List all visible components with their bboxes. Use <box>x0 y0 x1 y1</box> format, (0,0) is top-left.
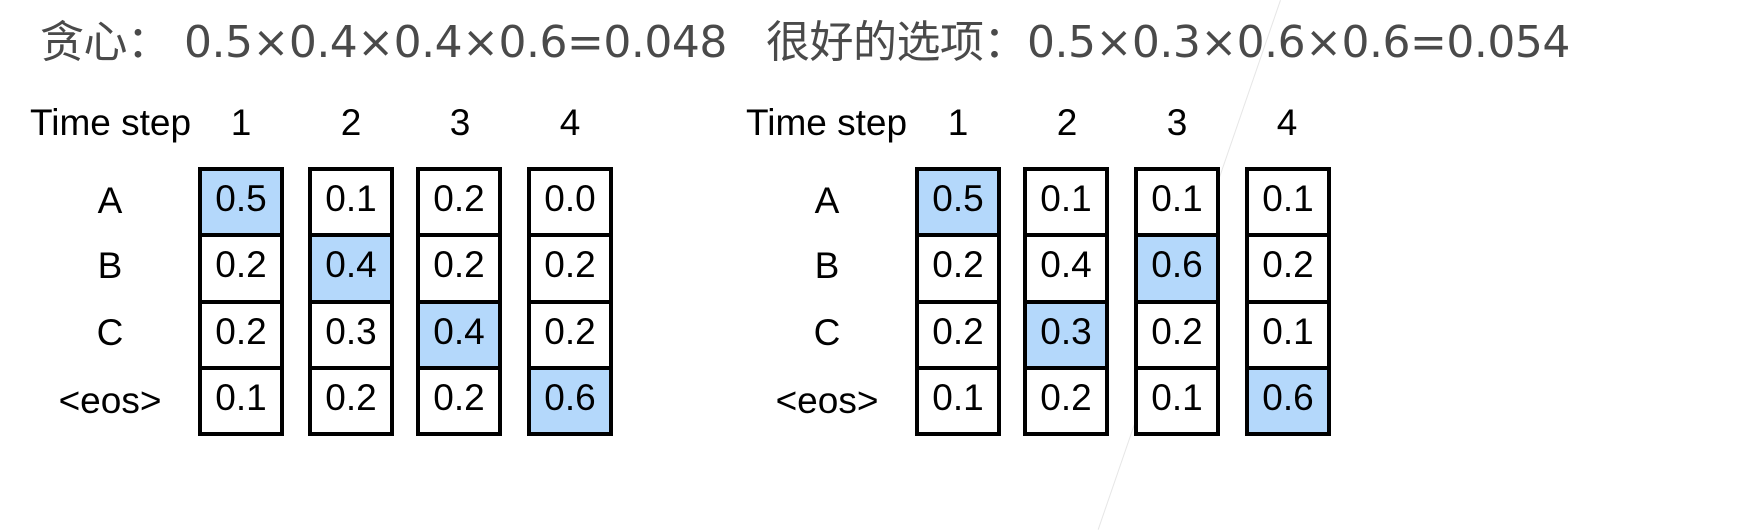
prob-cell: 0.2 <box>1027 365 1105 432</box>
prob-column-3: 0.1 0.6 0.2 0.1 <box>1134 167 1220 436</box>
prob-cell: 0.2 <box>919 233 997 299</box>
prob-cell: 0.2 <box>531 233 609 299</box>
row-label-a: A <box>814 180 840 221</box>
greedy-title: 贪心： 0.5×0.4×0.4×0.6=0.048 <box>40 17 727 68</box>
prob-cell: 0.1 <box>1262 178 1314 220</box>
prob-cell: 0.1 <box>325 178 377 220</box>
prob-cell: 0.1 <box>1040 178 1092 220</box>
prob-column-1: 0.5 0.2 0.2 0.1 <box>198 167 284 436</box>
time-step-1: 1 <box>947 102 969 143</box>
row-label-c: C <box>96 312 124 353</box>
prob-cell: 0.4 <box>312 233 390 300</box>
prob-cell: 0.3 <box>312 299 390 366</box>
time-step-label: Time step <box>30 102 192 143</box>
prob-cell: 0.4 <box>1027 233 1105 299</box>
prob-cell: 0.2 <box>312 365 390 432</box>
prob-cell: 0.5 <box>919 171 997 234</box>
prob-column-2: 0.1 0.4 0.3 0.2 <box>1023 167 1109 436</box>
row-label-b: B <box>814 245 840 286</box>
prob-cell: 0.5 <box>202 171 280 234</box>
prob-cell: 0.0 <box>544 178 596 220</box>
prob-cell: 0.4 <box>420 299 498 366</box>
row-label-b: B <box>97 245 123 286</box>
row-label-eos: <eos> <box>58 380 162 421</box>
prob-cell: 0.6 <box>531 365 609 432</box>
prob-cell: 0.2 <box>202 233 280 299</box>
prob-column-4: 0.0 0.2 0.2 0.6 <box>527 167 613 436</box>
prob-cell: 0.2 <box>202 299 280 366</box>
prob-cell: 0.2 <box>531 299 609 366</box>
better-option-title: 很好的选项：0.5×0.3×0.6×0.6=0.054 <box>766 17 1570 68</box>
time-step-2: 2 <box>340 102 362 143</box>
prob-cell: 0.2 <box>433 178 485 220</box>
time-step-2: 2 <box>1056 102 1078 143</box>
time-step-3: 3 <box>1166 102 1188 143</box>
prob-cell: 0.6 <box>1249 365 1327 432</box>
prob-cell: 0.1 <box>1138 365 1216 432</box>
prob-cell: 0.2 <box>420 365 498 432</box>
prob-cell: 0.1 <box>1151 178 1203 220</box>
better-option-panel: 很好的选项：0.5×0.3×0.6×0.6=0.054 Time step 1 … <box>746 17 1570 436</box>
row-label-c: C <box>813 312 841 353</box>
prob-cell: 0.3 <box>1027 299 1105 366</box>
time-step-4: 4 <box>559 102 581 143</box>
prob-column-4: 0.1 0.2 0.1 0.6 <box>1245 167 1331 436</box>
prob-cell: 0.2 <box>919 299 997 366</box>
prob-cell: 0.6 <box>1138 233 1216 300</box>
prob-cell: 0.2 <box>420 233 498 299</box>
time-step-3: 3 <box>449 102 471 143</box>
row-label-a: A <box>97 180 123 221</box>
time-step-1: 1 <box>230 102 252 143</box>
prob-column-1: 0.5 0.2 0.2 0.1 <box>915 167 1001 436</box>
row-label-eos: <eos> <box>775 380 879 421</box>
prob-cell: 0.1 <box>202 365 280 432</box>
prob-column-2: 0.1 0.4 0.3 0.2 <box>308 167 394 436</box>
prob-cell: 0.1 <box>919 365 997 432</box>
prob-cell: 0.2 <box>1249 233 1327 299</box>
time-step-label: Time step <box>746 102 908 143</box>
prob-column-3: 0.2 0.2 0.4 0.2 <box>416 167 502 436</box>
prob-cell: 0.1 <box>1249 299 1327 366</box>
prob-cell: 0.2 <box>1138 299 1216 366</box>
greedy-panel: 贪心： 0.5×0.4×0.4×0.6=0.048 Time step 1 2 … <box>30 17 727 436</box>
time-step-4: 4 <box>1276 102 1298 143</box>
